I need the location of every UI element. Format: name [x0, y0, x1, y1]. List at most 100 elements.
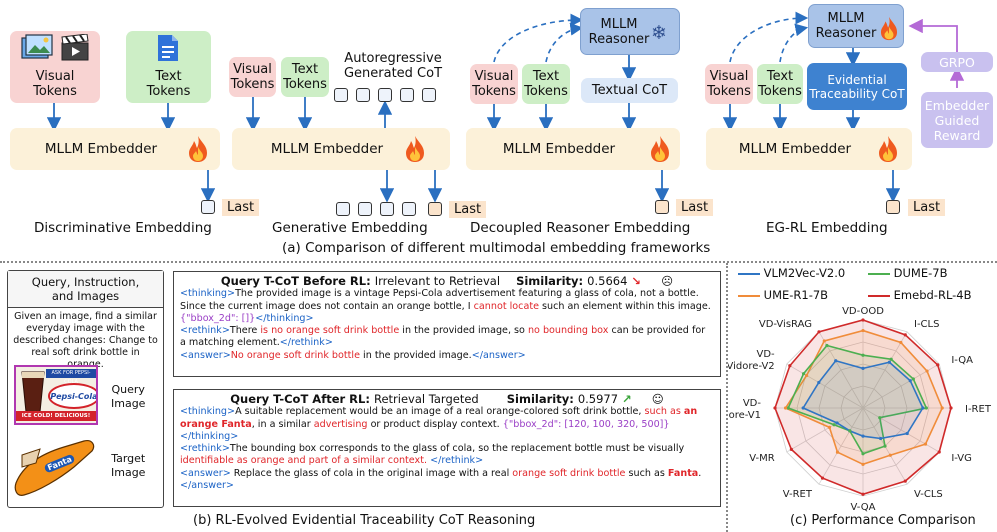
instruction-text: Given an image, find a similar everyday …	[13, 311, 158, 370]
picture-icon	[20, 34, 54, 66]
radar-point	[834, 359, 838, 363]
cot-token	[400, 88, 414, 102]
last-token	[428, 202, 442, 216]
radar-point	[861, 462, 865, 466]
text-tokens-box: Text Tokens	[281, 57, 329, 97]
legend-item-3: Emebd-RL-4B	[868, 288, 972, 302]
ad-top-text: ASK FOR PEPSI-COLA	[46, 369, 96, 385]
radar-point	[805, 373, 809, 378]
legend-item-2: UME-R1-7B	[738, 288, 828, 302]
document-icon	[157, 34, 179, 66]
radar-axis-label: VD-Vidore-V2	[728, 349, 775, 372]
text-tokens-label: Text Tokens	[146, 69, 191, 99]
radar-point	[820, 476, 825, 480]
after-thinking: <thinking>A suitable replacement would b…	[180, 406, 698, 442]
section-divider	[0, 261, 997, 263]
mllm-embedder-box: MLLM Embedder	[706, 128, 912, 170]
subcaption-a: (a) Comparison of different multimodal e…	[282, 240, 711, 256]
visual-tokens-box: Visual Tokens	[229, 57, 276, 97]
radar-axis-line	[786, 407, 864, 453]
visual-tokens-box: Visual Tokens	[10, 31, 100, 103]
radar-point	[911, 377, 915, 381]
caption-decoupled: Decoupled Reasoner Embedding	[470, 220, 691, 236]
radar-point	[861, 366, 865, 370]
radar-point	[883, 444, 887, 448]
radar-axis-label: VD-Vidore-V1	[728, 398, 761, 421]
radar-point	[835, 450, 840, 454]
last-label: Last	[676, 199, 714, 216]
radar-point	[848, 429, 852, 433]
radar-axis-label: I-CLS	[914, 319, 939, 330]
radar-point	[861, 318, 865, 322]
radar-point	[937, 450, 941, 454]
text-tokens-box: Text Tokens	[126, 31, 211, 103]
radar-point	[936, 363, 940, 367]
radar-point	[835, 421, 839, 425]
text-tokens-box: Text Tokens	[757, 64, 803, 104]
ad-bottom-text: ICE COLD! DELICIOUS!	[16, 411, 96, 421]
radar-axis-label: VD-VisRAG	[759, 319, 812, 330]
output-token	[336, 202, 350, 216]
radar-point	[905, 431, 909, 436]
legend-item-1: DUME-7B	[868, 266, 947, 280]
radar-point	[949, 406, 953, 410]
after-rethink: <rethink>The bounding box corresponds to…	[180, 443, 685, 467]
radar-point	[825, 343, 829, 348]
radar-axis-label: I-RET	[965, 404, 992, 415]
visual-tokens-label: Visual Tokens	[33, 69, 77, 99]
before-answer: <answer>No orange soft drink bottle in t…	[180, 349, 526, 361]
output-token	[358, 202, 372, 216]
last-token	[201, 200, 215, 214]
radar-point	[773, 406, 777, 410]
radar-point	[832, 423, 836, 427]
query-panel: Query, Instruction, and Images Given an …	[7, 270, 164, 508]
radar-point	[861, 492, 865, 496]
radar-axis-label: V-RET	[783, 489, 813, 500]
radar-axis-label: V-MR	[749, 453, 774, 464]
radar-legend: VLM2Vec-V2.0 DUME-7B UME-R1-7B Emebd-RL-…	[738, 266, 988, 308]
cot-token	[356, 88, 370, 102]
radar-point	[879, 436, 883, 441]
last-label: Last	[449, 201, 487, 218]
mllm-reasoner-box: MLLM Reasoner	[580, 8, 680, 55]
visual-tokens-box: Visual Tokens	[705, 64, 753, 104]
last-label: Last	[908, 199, 946, 216]
query-image-label: Query Image	[111, 383, 146, 410]
radar-point	[899, 340, 903, 345]
cot-before-rl: Query T-CoT Before RL: Irrelevant to Ret…	[173, 271, 721, 377]
radar-point	[801, 406, 805, 410]
radar-point	[887, 360, 891, 364]
query-panel-title: Query, Instruction, and Images	[8, 271, 163, 308]
radar-point	[788, 364, 792, 368]
evidential-cot-box: Evidential Traceability CoT	[807, 63, 907, 110]
radar-point	[940, 406, 944, 410]
before-rethink: <rethink>There is no orange soft drink b…	[180, 325, 706, 349]
radar-point	[789, 447, 793, 451]
radar-chart: VD-OODI-CLSI-QAI-RETI-VGV-CLSV-QAV-RETV-…	[728, 306, 992, 512]
radar-point	[903, 479, 907, 483]
legend-item-0: VLM2Vec-V2.0	[738, 266, 845, 280]
radar-point	[903, 333, 907, 337]
radar-point	[817, 330, 821, 334]
snowflake-icon: ❄	[651, 22, 667, 44]
grpo-box: GRPO	[921, 52, 993, 72]
radar-point	[801, 372, 806, 376]
cot-token	[334, 88, 348, 102]
radar-point	[889, 357, 893, 361]
radar-point	[822, 339, 826, 343]
mllm-embedder-box: MLLM Embedder	[466, 128, 680, 170]
autoregressive-cot-label: Autoregressive Generated CoT	[343, 51, 443, 81]
framework-arrows	[46, 11, 965, 203]
fire-icon	[878, 135, 898, 167]
subcaption-b: (b) RL-Evolved Evidential Traceability C…	[193, 513, 536, 528]
before-thinking: <thinking>The provided image is a vintag…	[180, 288, 711, 324]
mllm-embedder-box: MLLM Embedder	[10, 128, 220, 170]
radar-point	[817, 380, 821, 385]
radar-point	[783, 406, 788, 410]
radar-point	[921, 406, 925, 410]
last-token	[886, 200, 900, 214]
radar-point	[827, 425, 832, 429]
fire-icon	[188, 135, 208, 167]
cool-face-icon: ☺	[651, 392, 664, 406]
video-clapper-icon	[60, 33, 92, 66]
